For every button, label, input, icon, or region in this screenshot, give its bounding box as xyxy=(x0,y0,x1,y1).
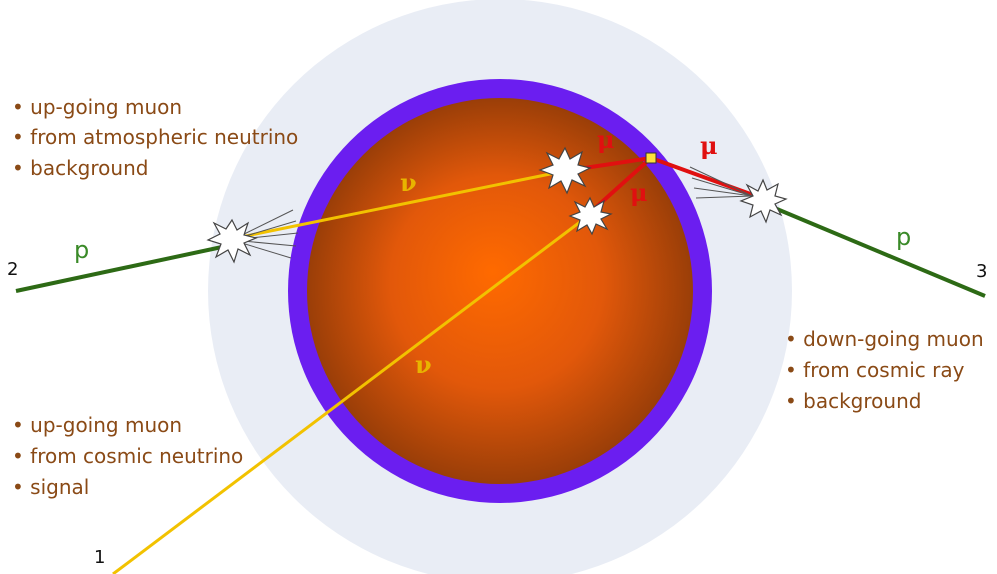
bullet-line: • signal xyxy=(12,475,89,499)
detector-square xyxy=(646,153,656,163)
nu-label-cosmic: ν xyxy=(415,350,432,379)
bullet-line: • from cosmic neutrino xyxy=(12,444,243,468)
bullet-line: • down-going muon xyxy=(785,327,984,351)
bullet-line: • from cosmic ray xyxy=(785,358,965,382)
legend-cosmic-neutrino: • up-going muon • from cosmic neutrino •… xyxy=(12,413,243,499)
proton-track-left xyxy=(16,247,222,291)
earth-core xyxy=(307,98,693,484)
bullet-line: • up-going muon xyxy=(12,95,182,119)
event-number-3: 3 xyxy=(976,261,987,282)
p-label-right: p xyxy=(896,223,911,251)
p-label-left: p xyxy=(74,236,89,264)
nu-label-atmospheric: ν xyxy=(400,168,417,197)
bullet-line: • up-going muon xyxy=(12,413,182,437)
bullet-line: • background xyxy=(12,156,148,180)
mu-label-cosmic: μ xyxy=(630,178,648,207)
proton-track-right xyxy=(765,204,985,296)
mu-label-downgoing: μ xyxy=(700,131,718,160)
legend-cosmic-ray: • down-going muon • from cosmic ray • ba… xyxy=(785,327,984,413)
event-number-2: 2 xyxy=(7,259,18,280)
bullet-line: • from atmospheric neutrino xyxy=(12,125,298,149)
event-number-1: 1 xyxy=(94,547,105,568)
bullet-line: • background xyxy=(785,389,921,413)
mu-label-atmospheric: μ xyxy=(597,125,615,154)
